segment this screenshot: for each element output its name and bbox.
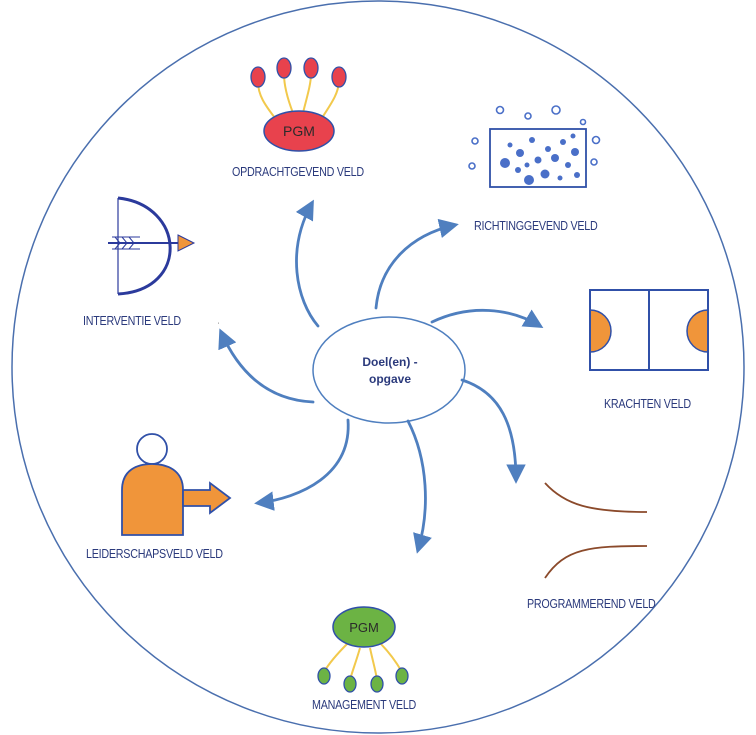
center-line-1: Doel(en) - [362,355,418,369]
management-icon: PGM [317,606,409,693]
label-krachten: KRACHTEN VELD [604,397,691,411]
arrow-to-opdrachtgevend [295,199,320,328]
interventie-icon: ' [108,196,219,329]
bubbles-outside [468,105,601,170]
green-balloon-4 [395,667,409,685]
krachten-icon [589,289,709,371]
label-programmerend: PROGRAMMEREND VELD [527,597,656,611]
center-line-2: opgave [368,372,411,386]
green-balloon-2 [343,675,357,693]
bow [117,196,172,296]
opdrachtgevend-icon: PGM [250,57,347,152]
arrow-to-leiderschap [254,418,350,511]
richtinggevend-icon [468,105,601,188]
center-ellipse [312,316,466,424]
label-opdrachtgevend: OPDRACHTGEVEND VELD [232,165,364,179]
green-balloon-1 [317,667,331,685]
person-arrow [182,481,232,515]
arrow-to-programmerend [460,378,526,484]
balloon-4 [331,66,347,88]
label-leiderschap: LEIDERSCHAPSVELD VELD [86,547,223,561]
pgm-red-text: PGM [283,123,315,139]
green-balloon-3 [370,675,384,693]
pgm-green-ellipse [332,606,396,648]
person-head [136,433,168,465]
leiderschap-icon [121,433,232,536]
label-management: MANAGEMENT VELD [312,698,417,712]
arrow-to-management [406,419,432,554]
arrow-to-richtinggevend [374,218,459,310]
arrow-to-krachten [430,308,544,329]
label-richtinggevend: RICHTINGGEVEND VELD [474,219,598,233]
pgm-green-text: PGM [349,620,379,635]
arrow-head [177,234,196,252]
balloon-1 [250,66,266,88]
center-label: Doel(en) - opgave [330,354,450,388]
arrow-to-interventie [218,328,315,404]
pgm-red-ellipse [263,110,335,152]
connector-arrows [218,199,544,554]
balloon-2 [276,57,292,79]
bubbles-inside [500,133,580,185]
balloon-3 [303,57,319,79]
svg-text:': ' [218,323,219,329]
person-body [121,463,184,536]
label-interventie: INTERVENTIE VELD [83,314,181,328]
programmerend-icon [544,482,648,579]
